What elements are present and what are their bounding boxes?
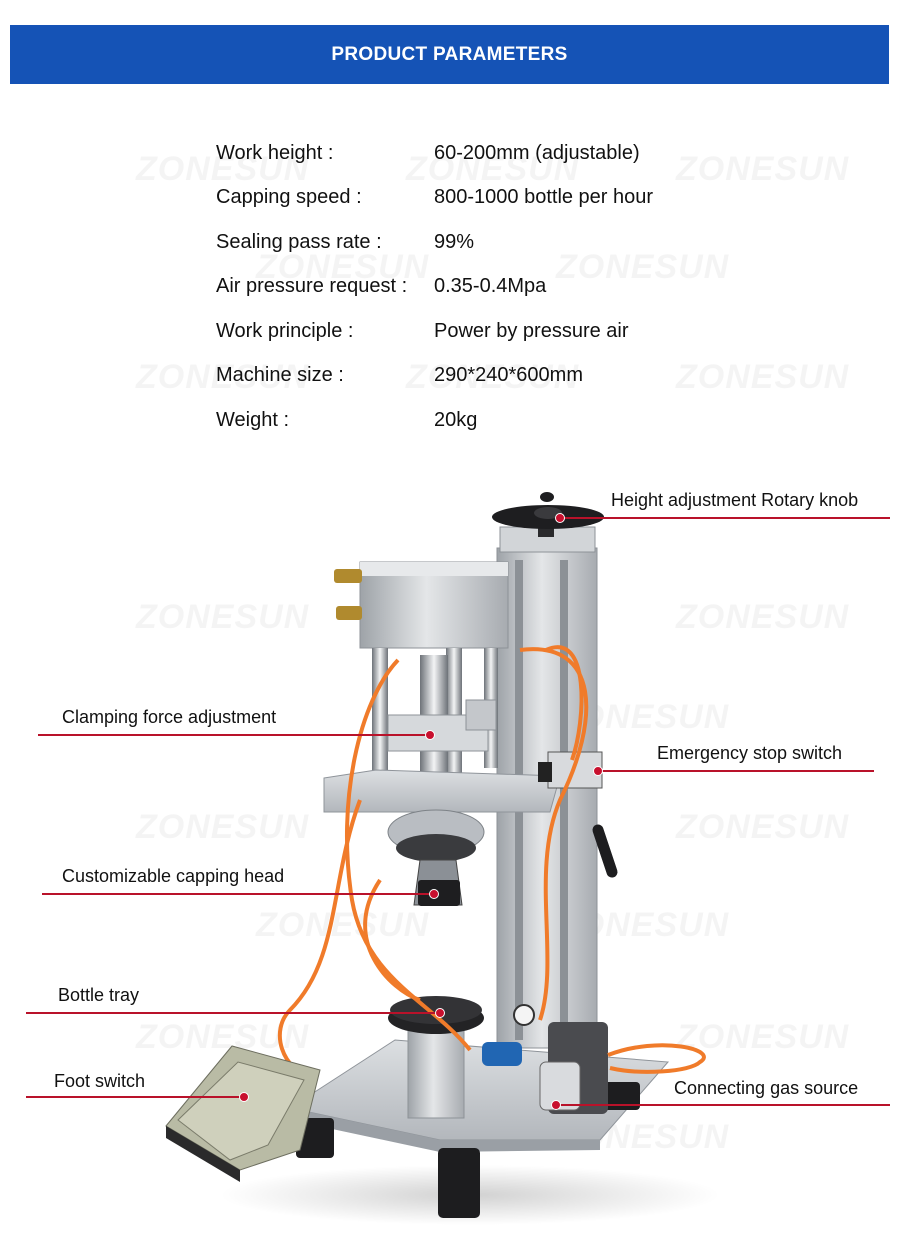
air-tube: [277, 799, 362, 1082]
callout-dot: [435, 1008, 445, 1018]
column-slot: [560, 560, 568, 1040]
header-banner: PRODUCT PARAMETERS: [10, 25, 889, 84]
parameter-list: Work height : 60-200mm (adjustable) Capp…: [216, 131, 776, 443]
brass-fitting: [336, 606, 362, 620]
callout-dot: [555, 513, 565, 523]
callout-emergency-stop: Emergency stop switch: [657, 743, 843, 763]
param-label: Weight :: [216, 408, 289, 431]
air-tubing: [277, 645, 706, 1082]
callout-line: [556, 1104, 890, 1106]
air-tube: [519, 647, 589, 1021]
param-row-machine-size: Machine size : 290*240*600mm: [216, 354, 776, 399]
filter-bowl: [539, 1061, 581, 1111]
param-label: Air pressure request :: [216, 275, 408, 298]
foot-switch-base: [166, 1126, 240, 1182]
callout-height-knob: Height adjustment Rotary knob: [611, 490, 859, 510]
guide-rod: [446, 648, 462, 780]
param-label: Work height :: [216, 141, 334, 164]
param-value: 20kg: [434, 408, 478, 431]
param-row-capping-speed: Capping speed : 800-1000 bottle per hour: [216, 176, 776, 221]
brass-fitting: [334, 569, 362, 583]
callout-dot: [429, 889, 439, 899]
param-value: 0.35-0.4Mpa: [434, 275, 547, 298]
callout-line: [26, 1096, 244, 1098]
param-label: Capping speed :: [216, 186, 362, 209]
foot-switch-pedal: [177, 1061, 305, 1161]
callout-capping-head: Customizable capping head: [62, 866, 285, 886]
callout-bottle-tray: Bottle tray: [58, 985, 140, 1005]
param-value: 800-1000 bottle per hour: [434, 186, 654, 209]
air-tube: [345, 658, 472, 1052]
blue-valve: [482, 1042, 522, 1066]
air-tube: [545, 645, 584, 761]
capping-head-band: [396, 834, 476, 862]
param-row-air-pressure: Air pressure request : 0.35-0.4Mpa: [216, 265, 776, 310]
callout-dot: [425, 730, 435, 740]
air-tube: [363, 878, 421, 1002]
callout-line: [38, 734, 430, 736]
clamping-screw: [465, 699, 497, 731]
callout-line: [42, 893, 434, 895]
callout-dot: [593, 766, 603, 776]
callout-foot-switch: Foot switch: [54, 1071, 146, 1091]
param-label: Machine size :: [216, 364, 344, 387]
param-label: Sealing pass rate :: [216, 230, 382, 253]
guide-rod: [372, 648, 388, 780]
base-foot: [438, 1148, 480, 1218]
param-value: Power by pressure air: [434, 319, 629, 342]
pressure-gauge-icon: [513, 1004, 535, 1026]
callout-line: [26, 1012, 440, 1014]
air-tube: [607, 1043, 706, 1074]
base-plate-edge: [290, 1108, 600, 1152]
callout-dot: [551, 1100, 561, 1110]
cylinder-block-top: [360, 562, 508, 576]
main-plate: [323, 769, 561, 813]
callout-line: [560, 517, 890, 519]
param-row-sealing-pass-rate: Sealing pass rate : 99%: [216, 220, 776, 265]
param-value: 290*240*600mm: [434, 364, 583, 387]
callout-dot: [239, 1092, 249, 1102]
base-foot: [604, 1082, 640, 1110]
knob-grip: [540, 492, 554, 502]
param-row-work-height: Work height : 60-200mm (adjustable): [216, 131, 776, 176]
emergency-switch-cap: [538, 762, 552, 782]
cylinder-block: [359, 561, 509, 649]
param-value: 99%: [434, 230, 475, 253]
param-label: Work principle :: [216, 319, 354, 342]
banner-title: PRODUCT PARAMETERS: [331, 43, 568, 65]
capping-head-tip: [418, 880, 460, 906]
callout-gas-source: Connecting gas source: [674, 1078, 859, 1098]
callout-clamping-force: Clamping force adjustment: [62, 707, 277, 727]
callout-line: [598, 770, 874, 772]
param-value: 60-200mm (adjustable): [434, 141, 640, 164]
param-row-weight: Weight : 20kg: [216, 398, 776, 443]
param-row-work-principle: Work principle : Power by pressure air: [216, 309, 776, 354]
lever-handle: [592, 824, 618, 878]
